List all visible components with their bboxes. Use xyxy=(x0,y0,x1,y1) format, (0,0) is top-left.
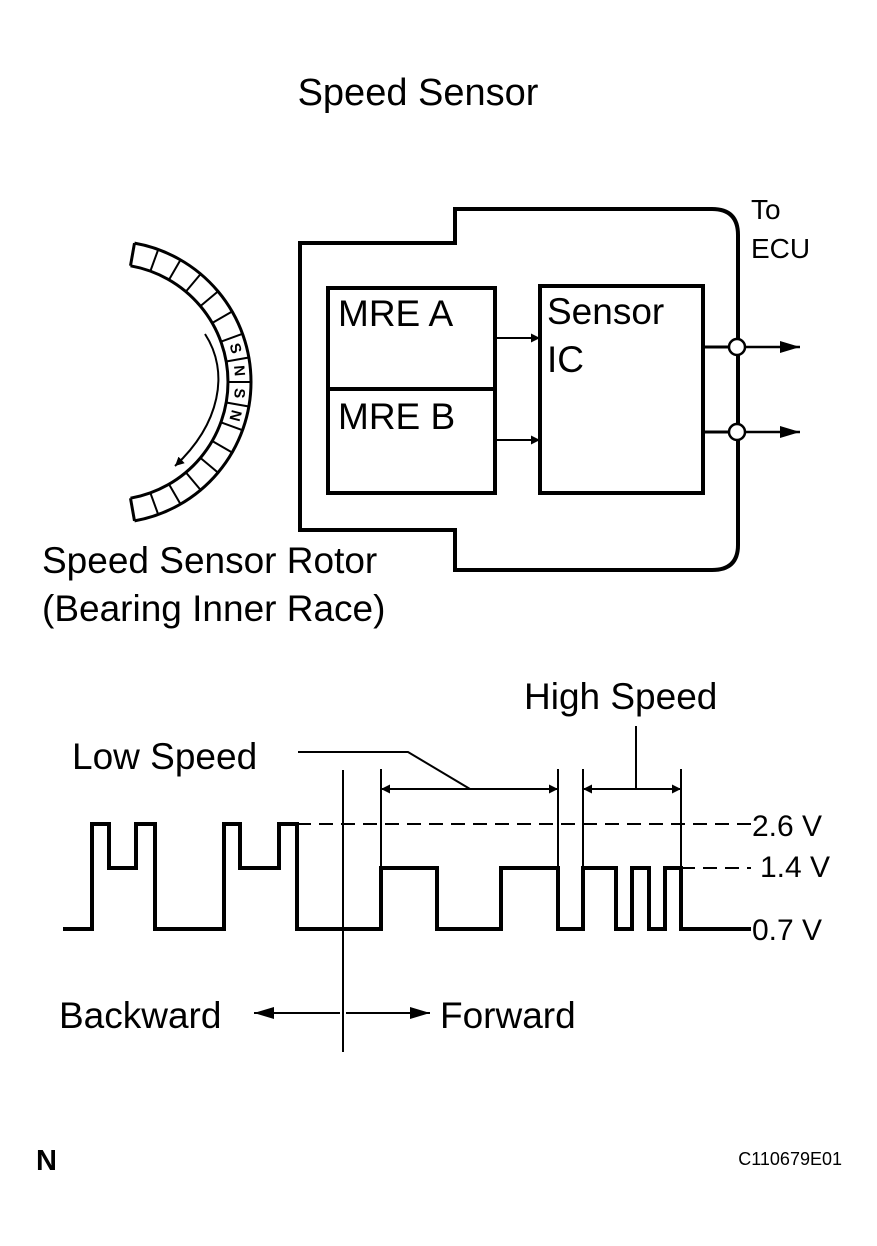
low-speed-leader xyxy=(298,751,471,790)
rotor-segment-divider xyxy=(199,457,219,474)
rotor-segment-divider xyxy=(220,421,243,432)
rotor-segment-divider xyxy=(168,483,182,505)
rotor-segment-divider xyxy=(211,440,233,454)
rotor-segment-divider xyxy=(185,273,202,293)
mre-a-block: MRE A xyxy=(326,286,497,391)
rotor-segment-divider xyxy=(226,356,250,363)
sensor-ic-label-line2: IC xyxy=(547,339,584,380)
rotor-segment-divider xyxy=(220,332,243,343)
voltage-label-1-4v: 1.4 V xyxy=(760,851,830,884)
output-terminal-2 xyxy=(703,422,800,442)
backward-label: Backward xyxy=(59,995,221,1036)
forward-label: Forward xyxy=(440,995,576,1036)
rotor-pole-label: S xyxy=(226,341,245,355)
rotor-segment-divider xyxy=(149,249,160,272)
voltage-label-2-6v: 2.6 V xyxy=(752,810,822,843)
to-ecu-label-line1: To xyxy=(751,194,781,225)
output-terminal-1 xyxy=(703,337,800,357)
rotor-pole-label: N xyxy=(225,408,244,423)
mre-b-block: MRE B xyxy=(326,387,497,495)
rotor-pole-label: N xyxy=(230,365,248,377)
rotor-segment-divider xyxy=(129,497,136,522)
rotor-label-line1: Speed Sensor Rotor xyxy=(42,540,377,581)
mre-b-label: MRE B xyxy=(338,396,455,437)
rotor-segment-divider xyxy=(226,401,250,408)
signal-waveform xyxy=(63,822,751,931)
rotor-segment-divider xyxy=(129,242,136,267)
rotor-inner-edge xyxy=(130,264,230,500)
rotor-segment-divider xyxy=(211,310,233,324)
rotor-outer-edge xyxy=(134,241,253,523)
rotation-arrow xyxy=(174,333,220,467)
rotor-pole-label: S xyxy=(230,388,248,399)
to-ecu-label-line2: ECU xyxy=(751,233,810,264)
rotor-label-line2: (Bearing Inner Race) xyxy=(42,588,385,629)
mre-a-label: MRE A xyxy=(338,293,453,334)
sensor-ic-label-line1: Sensor xyxy=(547,291,664,332)
diagram-title: Speed Sensor xyxy=(298,72,539,114)
sensor-housing xyxy=(298,207,740,572)
rotor-segment-divider xyxy=(168,259,182,281)
rotor-segment-divider xyxy=(185,471,202,491)
voltage-label-0-7v: 0.7 V xyxy=(752,914,822,947)
figure-code: C110679E01 xyxy=(738,1149,842,1169)
rotor-segment-divider xyxy=(149,492,160,515)
low-speed-label: Low Speed xyxy=(72,736,257,777)
high-speed-label: High Speed xyxy=(524,676,717,717)
orientation-mark: N xyxy=(36,1145,57,1177)
sensor-ic-block: Sensor IC xyxy=(538,284,705,495)
rotor-segment-divider xyxy=(199,290,219,307)
